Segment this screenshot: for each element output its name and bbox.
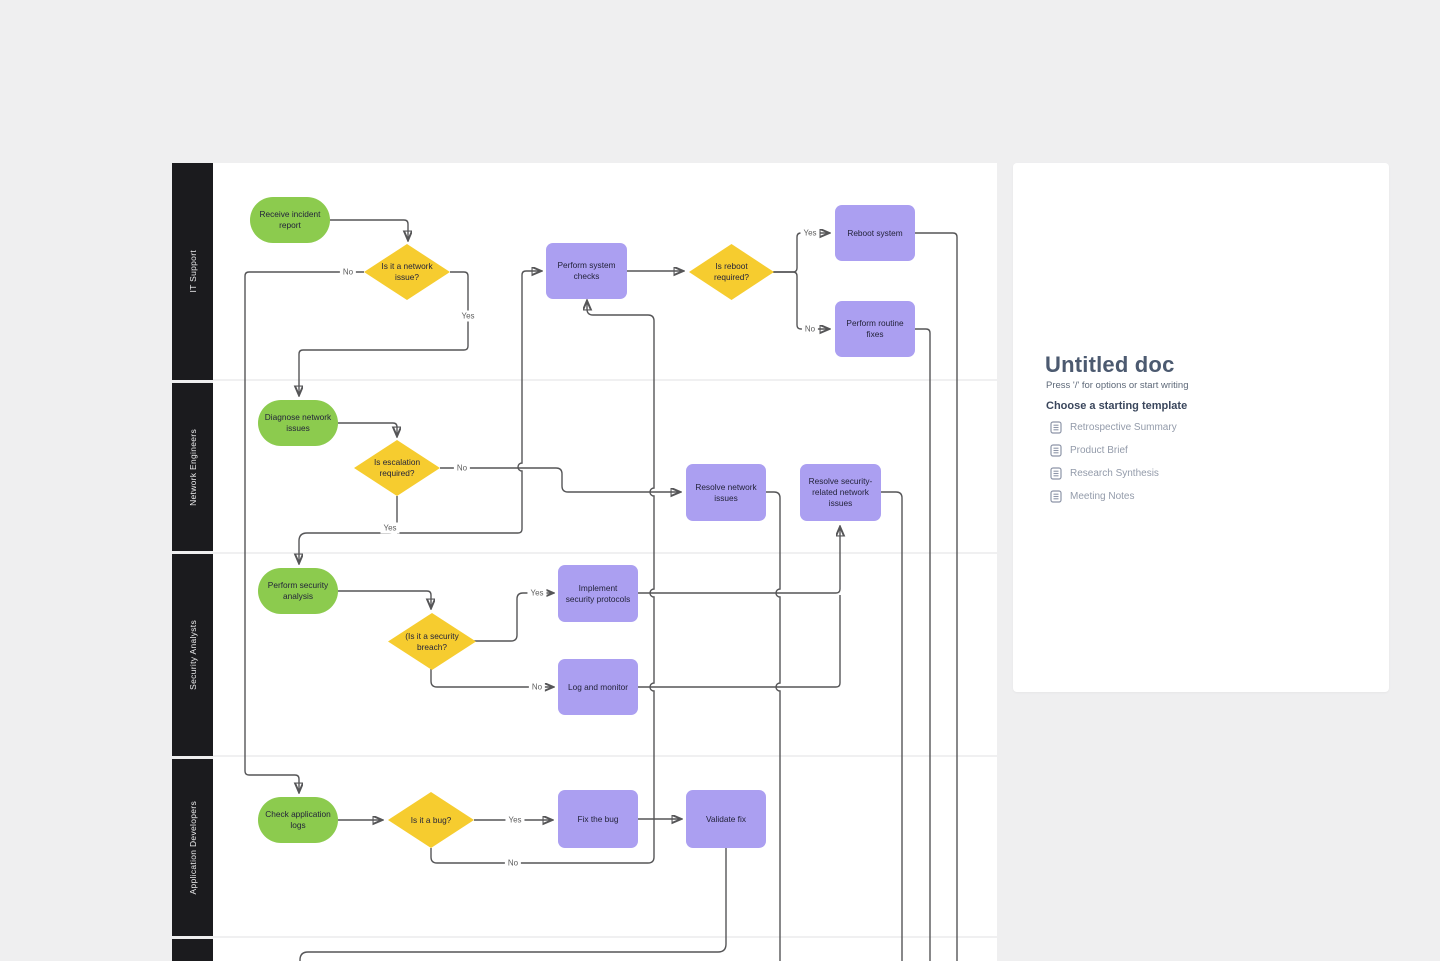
template-item-meeting-notes[interactable]: Meeting Notes	[1050, 485, 1177, 508]
node-label: Perform system checks	[557, 260, 616, 281]
node-label: Reboot system	[847, 227, 903, 238]
node-fix-the-bug[interactable]: Fix the bug	[558, 790, 638, 848]
node-label: Implement security protocols	[565, 582, 631, 604]
lane-divider	[213, 379, 997, 381]
node-implement-security-protocols[interactable]: Implement security protocols	[558, 565, 638, 622]
template-label: Product Brief	[1070, 445, 1128, 456]
template-item-product-brief[interactable]: Product Brief	[1050, 439, 1177, 462]
node-label: Check application logs	[265, 809, 331, 830]
templates-heading: Choose a starting template	[1046, 400, 1188, 412]
node-perform-system-checks[interactable]: Perform system checks	[546, 243, 627, 299]
lane-divider	[213, 755, 997, 757]
node-label: Is escalation required?	[373, 457, 421, 478]
edge-label-no[interactable]: No	[504, 857, 522, 869]
node-label: Fix the bug	[577, 813, 619, 824]
node-label: Validate fix	[706, 813, 746, 824]
node-label: (Is it a security breach?	[405, 630, 459, 652]
edge-label-yes[interactable]: Yes	[380, 522, 400, 534]
node-check-application-logs[interactable]: Check application logs	[258, 797, 338, 843]
node-label: Log and monitor	[568, 681, 628, 692]
lane-divider	[213, 552, 997, 554]
node-label: Perform routine fixes	[846, 318, 904, 339]
node-label: Resolve security-related network issues	[808, 476, 873, 508]
template-label: Research Synthesis	[1070, 468, 1159, 479]
lane-network-engineers[interactable]: Network Engineers	[172, 383, 213, 551]
template-label: Meeting Notes	[1070, 491, 1135, 502]
flowchart-edges	[244, 219, 958, 961]
lane-it-support[interactable]: IT Support	[172, 163, 213, 380]
node-label: Receive incident report	[259, 209, 321, 230]
node-log-and-monitor[interactable]: Log and monitor	[558, 659, 638, 715]
swimlane-header-column: IT Support Network Engineers Security An…	[172, 163, 213, 961]
node-validate-fix[interactable]: Validate fix	[686, 790, 766, 848]
node-label: Is it a bug?	[410, 814, 452, 825]
template-label: Retrospective Summary	[1070, 422, 1177, 433]
document-icon	[1050, 444, 1062, 457]
node-resolve-security-related-network-issues[interactable]: Resolve security-related network issues	[800, 464, 881, 521]
node-label: Is it a network issue?	[381, 261, 433, 282]
document-icon	[1050, 490, 1062, 503]
edge-label-no[interactable]: No	[453, 462, 471, 474]
edge-label-yes[interactable]: Yes	[527, 587, 547, 599]
template-list: Retrospective Summary Product Brief	[1050, 416, 1177, 508]
node-reboot-system[interactable]: Reboot system	[835, 205, 915, 261]
edge-label-yes[interactable]: Yes	[800, 227, 820, 239]
doc-title[interactable]: Untitled doc	[1045, 352, 1175, 377]
doc-editor-hint[interactable]: Press '/' for options or start writing	[1046, 380, 1189, 391]
template-item-research-synthesis[interactable]: Research Synthesis	[1050, 462, 1177, 485]
node-receive-incident-report[interactable]: Receive incident report	[250, 197, 330, 243]
edge-label-no[interactable]: No	[801, 323, 819, 335]
lane-application-developers[interactable]: Application Developers	[172, 759, 213, 936]
lane-security-analysts[interactable]: Security Analysts	[172, 554, 213, 756]
node-resolve-network-issues[interactable]: Resolve network issues	[686, 464, 766, 521]
node-label: Diagnose network issues	[264, 412, 332, 433]
node-diagnose-network-issues[interactable]: Diagnose network issues	[258, 400, 338, 446]
node-perform-security-analysis[interactable]: Perform security analysis	[258, 568, 338, 614]
lane-partial-bottom[interactable]	[172, 939, 213, 961]
edge-label-yes[interactable]: Yes	[458, 310, 478, 322]
node-perform-routine-fixes[interactable]: Perform routine fixes	[835, 301, 915, 357]
document-icon	[1050, 421, 1062, 434]
lane-divider	[213, 936, 997, 938]
template-item-retrospective-summary[interactable]: Retrospective Summary	[1050, 416, 1177, 439]
edge-label-no[interactable]: No	[339, 266, 357, 278]
doc-panel: Untitled doc Press '/' for options or st…	[1013, 163, 1389, 692]
edge-label-yes[interactable]: Yes	[505, 814, 525, 826]
node-label: Is reboot required?	[713, 261, 750, 282]
node-label: Resolve network issues	[695, 481, 757, 503]
document-icon	[1050, 467, 1062, 480]
edge-label-no[interactable]: No	[528, 681, 546, 693]
node-label: Perform security analysis	[267, 580, 329, 601]
